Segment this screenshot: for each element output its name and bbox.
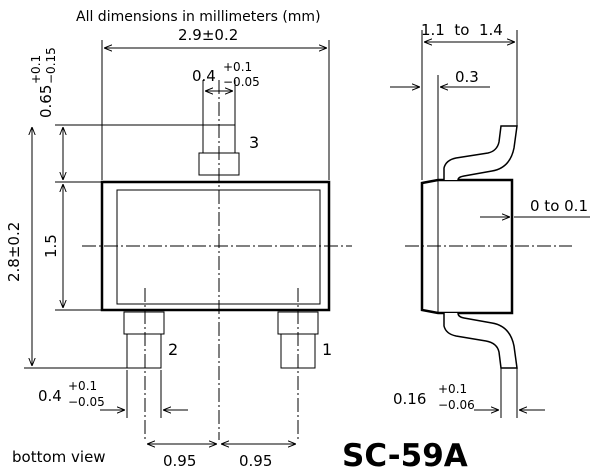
- lead3-width-base: 0.4: [192, 67, 216, 85]
- side-lower-lead: [443, 312, 518, 369]
- bottom-view-caption: bottom view: [12, 448, 106, 466]
- top-view: 2.9±0.2 0.4 +0.1 −0.05 3 0.65 +0.1 −0.15…: [5, 26, 352, 470]
- lead3-width-minus: −0.05: [223, 75, 260, 89]
- pin-1-label: 1: [322, 340, 332, 359]
- lead-extent-base: 0.65: [37, 85, 55, 118]
- standoff-label: 0 to 0.1: [530, 197, 588, 215]
- lead-extent-minus: −0.15: [44, 47, 58, 84]
- lead-width-minus: −0.05: [68, 395, 105, 409]
- thickness-label: 1.1 to 1.4: [421, 21, 503, 39]
- lead-thickness-plus: +0.1: [438, 382, 467, 396]
- units-note: All dimensions in millimeters (mm): [76, 9, 321, 25]
- body-height-label: 1.5: [42, 234, 60, 258]
- lead-thickness-base: 0.16: [393, 390, 426, 408]
- side-upper-lead: [443, 125, 518, 181]
- lead-thickness-minus: −0.06: [438, 398, 475, 412]
- lead-2: [126, 333, 162, 369]
- pitch-left-label: 0.95: [163, 452, 196, 470]
- lead-extent-plus: +0.1: [29, 55, 43, 84]
- height-dimension-label: 2.8±0.2: [5, 222, 23, 282]
- pin-3-label: 3: [249, 133, 259, 152]
- pitch-right-label: 0.95: [239, 452, 272, 470]
- lead-2-shoulder: [123, 311, 165, 335]
- side-view: 1.1 to 1.4 0.3 0 to 0.1 0.16 +0.1 −0.06: [390, 21, 590, 418]
- offset-label: 0.3: [455, 68, 479, 86]
- package-name: SC-59A: [342, 438, 468, 474]
- width-dimension-label: 2.9±0.2: [178, 26, 238, 44]
- lead-width-plus: +0.1: [68, 379, 97, 393]
- lead-width-base: 0.4: [38, 387, 62, 405]
- lead3-width-plus: +0.1: [223, 60, 252, 74]
- pin-2-label: 2: [168, 340, 178, 359]
